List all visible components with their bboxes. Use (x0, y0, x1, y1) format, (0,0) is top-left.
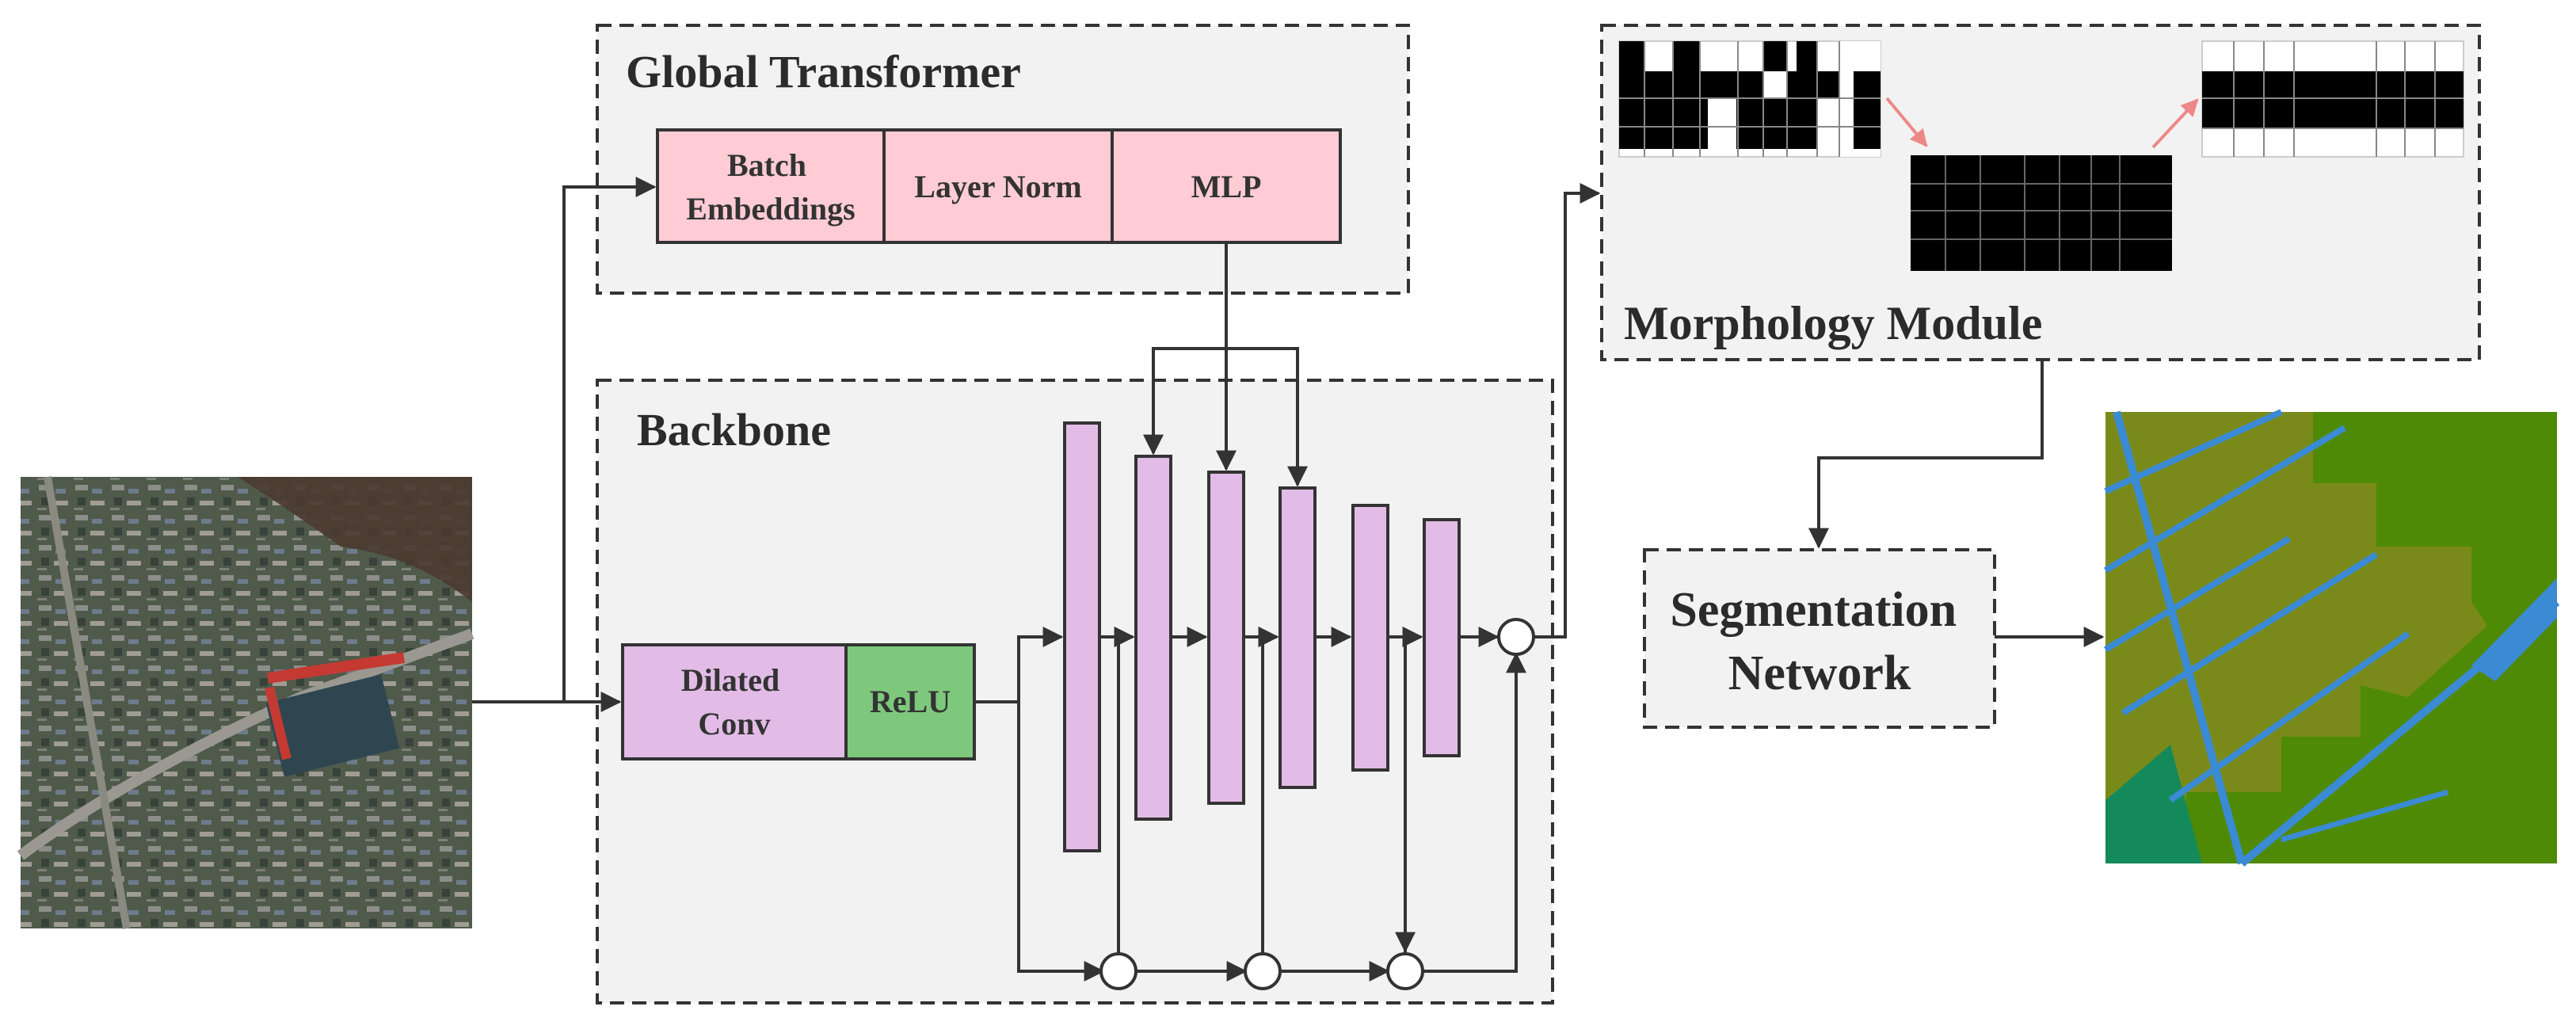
global-transformer-title: Global Transformer (626, 46, 1021, 97)
batch-embeddings-block (656, 128, 886, 244)
fusion-node-2 (1244, 952, 1282, 990)
feature-bar-2 (1134, 455, 1172, 821)
fusion-node-main (1497, 618, 1535, 656)
morphology-module-title: Morphology Module (1624, 297, 2042, 349)
segmentation-network-label: Segmentation Network (1670, 583, 1968, 700)
fusion-node-3 (1386, 952, 1424, 990)
binary-grid-input (1618, 40, 1881, 158)
morphology-module-panel: Morphology Module (1600, 24, 2481, 361)
backbone-panel: Backbone Dilated Conv ReLU (596, 379, 1554, 1004)
relu-block (844, 643, 976, 760)
fusion-node-1 (1099, 952, 1137, 990)
layer-norm-label: Layer Norm (914, 169, 1081, 204)
relu-label: ReLU (870, 684, 951, 719)
feature-bar-4 (1278, 486, 1317, 789)
feature-bar-1 (1063, 421, 1101, 852)
erosion-arrow (1885, 97, 1928, 147)
dilated-conv-label: Dilated Conv (681, 662, 787, 741)
backbone-title: Backbone (637, 404, 831, 456)
dilated-conv-block (621, 643, 848, 760)
dilation-arrow (2151, 98, 2199, 149)
binary-grid-eroded (1911, 155, 2172, 271)
global-transformer-panel: Global Transformer Batch Embeddings Laye… (596, 24, 1410, 295)
binary-grid-output (2201, 40, 2464, 158)
feature-bar-6 (1423, 518, 1461, 757)
output-segmentation-map (2103, 409, 2560, 867)
input-satellite-image (17, 476, 474, 929)
feature-bar-5 (1351, 504, 1389, 772)
mlp-label: MLP (1191, 169, 1262, 204)
segmentation-network-box: Segmentation Network (1643, 548, 1996, 729)
mlp-block (1111, 128, 1342, 244)
layer-norm-block (882, 128, 1114, 244)
connection-lines (472, 177, 2105, 982)
feature-bar-3 (1207, 471, 1245, 805)
batch-embeddings-label: Batch Embeddings (686, 147, 855, 227)
